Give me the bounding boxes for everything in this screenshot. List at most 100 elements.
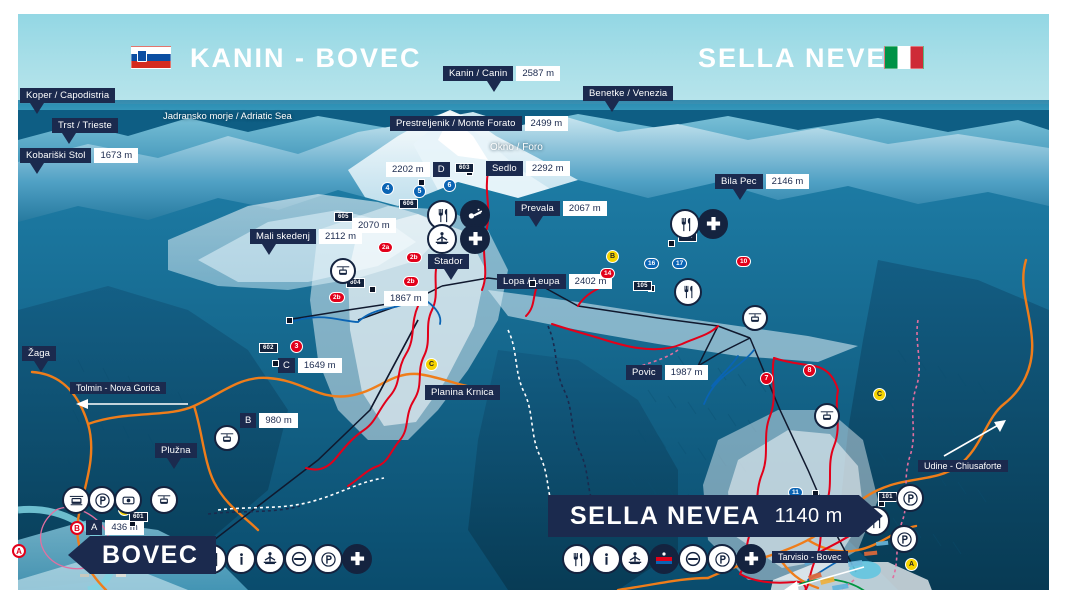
slovenia-crest: [137, 50, 147, 62]
label-okno: Okno / Foro: [490, 142, 543, 153]
label-tail: [733, 189, 747, 200]
station-dot-prevala: [529, 280, 536, 287]
slope-2b-mid: 2b: [403, 276, 419, 287]
station-dot-604: [369, 286, 376, 293]
label-bila-pec: Bila Pec 2146 m: [715, 174, 810, 200]
title-kanin-bovec: KANIN - BOVEC: [190, 43, 422, 73]
slope-14: 14: [600, 268, 616, 279]
slope-10: 10: [736, 256, 752, 267]
lift-tag-101: 101: [878, 492, 897, 502]
label-sedlo: Sedlo 2292 m: [486, 161, 570, 176]
road-tag-602: 602: [259, 343, 278, 353]
cable-car-icon: [330, 258, 356, 284]
route-ring-a: A: [12, 544, 26, 558]
slope-5: 5: [413, 185, 426, 198]
direction-udine: Udine - Chiusaforte: [918, 456, 1008, 474]
ski-school-glyph: [435, 232, 449, 245]
label-povic: Povic 1987 m: [626, 365, 709, 380]
slope-2b-upper: 2b: [406, 252, 422, 263]
lift-tag-105: 105: [633, 281, 652, 291]
slope-2a: 2a: [378, 242, 394, 253]
slope-7: 7: [760, 372, 773, 385]
cable-car-glyph: [220, 433, 234, 442]
ski-school-icon: [427, 224, 457, 254]
label-koper: Koper / Capodistria: [20, 88, 116, 114]
label-tail: [167, 458, 181, 469]
slovenia-flag: [131, 46, 171, 69]
first-aid-glyph: [744, 551, 758, 565]
label-prestreljenik: Prestreljenik / Monte Forato 2499 m: [390, 116, 569, 131]
lift-tag-606: 606: [399, 199, 418, 209]
slope-3: 3: [290, 340, 303, 353]
no-entry-glyph: [685, 551, 701, 567]
label-planina-krnica: Planina Krnica: [425, 385, 500, 400]
adriatic-sea-label: Jadransko morje / Adriatic Sea: [163, 111, 292, 122]
route-marker-c: C: [425, 358, 438, 371]
banner-sella-nevea: SELLA NEVEA 1140 m: [548, 495, 883, 537]
station-dot-c: [272, 360, 279, 367]
label-prevala: Prevala 2067 m: [515, 201, 607, 227]
no-entry-glyph: [291, 551, 307, 567]
slope-2b-low: 2b: [329, 292, 345, 303]
spot-altitude-1867: 1867 m: [384, 291, 428, 306]
direction-arrow: [76, 399, 188, 409]
station-dot-104: [668, 240, 675, 247]
parking-glyph: [902, 490, 918, 506]
cable-car-glyph: [157, 495, 171, 504]
parking-icon: [707, 544, 737, 574]
first-aid-icon: [698, 209, 728, 239]
parking-icon: [88, 486, 116, 514]
ski-school-icon: [620, 544, 650, 574]
terrain-svg: [18, 110, 1049, 590]
ticket-office-glyph: [122, 496, 134, 504]
restaurant-glyph: [438, 208, 447, 222]
ski-school-icon: [255, 544, 285, 574]
parking-glyph: [94, 492, 110, 508]
label-trst: Trst / Trieste: [52, 118, 118, 144]
restaurant-icon: [562, 544, 592, 574]
parking-icon: [313, 544, 343, 574]
direction-arrow-tarvisio: [784, 566, 865, 592]
cable-car-icon: [814, 403, 840, 429]
first-aid-icon: [342, 544, 372, 574]
restaurant-glyph: [681, 217, 690, 231]
banner-bovec: BOVEC: [68, 536, 217, 574]
italy-flag: [884, 46, 924, 69]
parking-glyph: [320, 551, 336, 567]
cable-car-station-glyph: [69, 495, 83, 505]
slope-17: 17: [672, 258, 688, 269]
road-tag-601: 601: [129, 512, 148, 522]
slope-4: 4: [381, 182, 394, 195]
label-zaga: Žaga: [22, 346, 57, 372]
ski-school-glyph: [628, 552, 642, 565]
cable-car-station-icon: [62, 486, 90, 514]
cable-car-icon: [150, 486, 178, 514]
label-stador: Stador: [428, 254, 469, 280]
label-benetke: Benetke / Venezia: [583, 86, 674, 112]
cable-car-glyph: [748, 313, 762, 322]
label-tail: [444, 269, 458, 280]
label-tail: [529, 216, 543, 227]
label-tail: [30, 103, 44, 114]
label-pluzna: Plužna: [155, 443, 197, 469]
first-aid-glyph: [468, 231, 482, 245]
direction-arrow-udine: [943, 420, 1006, 457]
label-tail: [62, 133, 76, 144]
first-aid-glyph: [706, 216, 720, 230]
parking-glyph: [714, 551, 730, 567]
station-d: 2202 m D: [386, 162, 450, 177]
ski-patrol-glyph: [656, 552, 672, 564]
lift-tag-603: 603: [455, 163, 474, 173]
lift-tag-605: 605: [334, 212, 353, 222]
station-c: C 1649 m: [278, 358, 342, 373]
cable-car-icon: [742, 305, 768, 331]
label-tail: [30, 163, 44, 174]
label-lopa-leupa: Lopa / Leupa 2402 m: [497, 274, 613, 289]
info-icon: [226, 544, 256, 574]
label-kobariski-stol: Kobariški Stol 1673 m: [20, 148, 139, 174]
spot-altitude-2070: 2070 m: [352, 218, 396, 233]
restaurant-glyph: [573, 552, 582, 566]
ski-patrol-icon: [649, 544, 679, 574]
parking-glyph: [896, 531, 912, 547]
